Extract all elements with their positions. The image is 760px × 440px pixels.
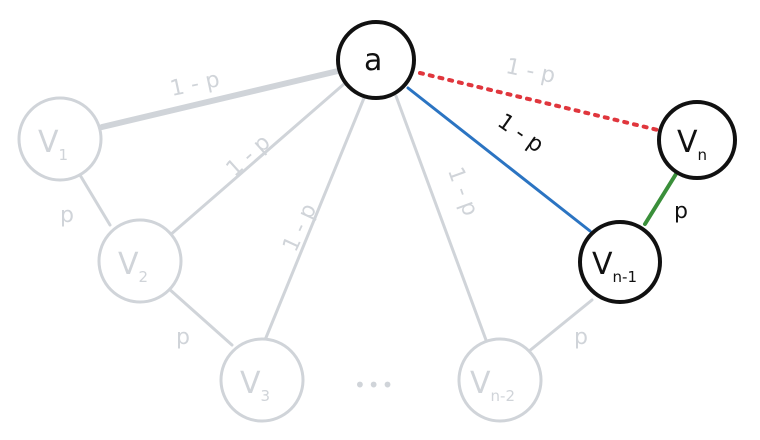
node-v3-label: V3 (240, 366, 270, 405)
edge-a-vn1 (406, 86, 592, 233)
node-a-label: a (364, 43, 382, 78)
ellipsis: ••• (354, 373, 395, 397)
node-vn1-label: Vn-1 (592, 247, 637, 286)
edge-v2-v3 (166, 286, 234, 347)
faded-nodes (17, 96, 543, 423)
label-vn2-vn1: p (574, 325, 588, 350)
node-vn[interactable] (657, 100, 737, 180)
label-a-vn1: 1 - p (493, 109, 548, 158)
node-a[interactable] (336, 20, 416, 100)
node-v1-label: V1 (38, 125, 68, 164)
edge-a-v1 (99, 68, 341, 130)
label-a-v1: 1 - p (168, 67, 222, 102)
node-vn1[interactable] (578, 220, 662, 304)
faded-node-labels: V1 V2 V3 Vn-2 (38, 125, 515, 405)
node-vn2 (457, 337, 543, 423)
edge-a-v2 (167, 82, 346, 238)
label-a-v2: 1 - p (222, 130, 276, 182)
edge-a-v3 (261, 96, 366, 347)
dark-nodes (336, 20, 737, 304)
edge-a-vn (418, 71, 664, 133)
node-v3 (219, 337, 305, 423)
label-a-vn2: 1 - p (442, 164, 483, 219)
faded-edges (78, 68, 594, 354)
dark-node-labels: a Vn Vn-1 (364, 43, 707, 286)
label-v1-v2: p (60, 203, 74, 228)
node-v2 (97, 218, 183, 304)
node-v1 (17, 96, 103, 182)
node-vn2-label: Vn-2 (470, 366, 515, 405)
dark-edge-labels: 1 - p p (493, 109, 688, 224)
edge-v1-v2 (78, 173, 112, 227)
node-v2-label: V2 (118, 247, 148, 286)
label-vn1-vn: p (674, 199, 688, 224)
node-vn-label: Vn (677, 125, 707, 164)
label-v2-v3: p (176, 325, 190, 350)
label-a-vn: 1 - p (503, 54, 557, 89)
faded-edge-labels: 1 - p 1 - p 1 - p 1 - p 1 - p p p p (60, 54, 588, 350)
edge-a-vn2 (394, 94, 488, 342)
edge-vn1-vn (643, 172, 678, 226)
label-a-v3: 1 - p (278, 200, 322, 256)
edge-vn2-vn1 (526, 298, 594, 354)
